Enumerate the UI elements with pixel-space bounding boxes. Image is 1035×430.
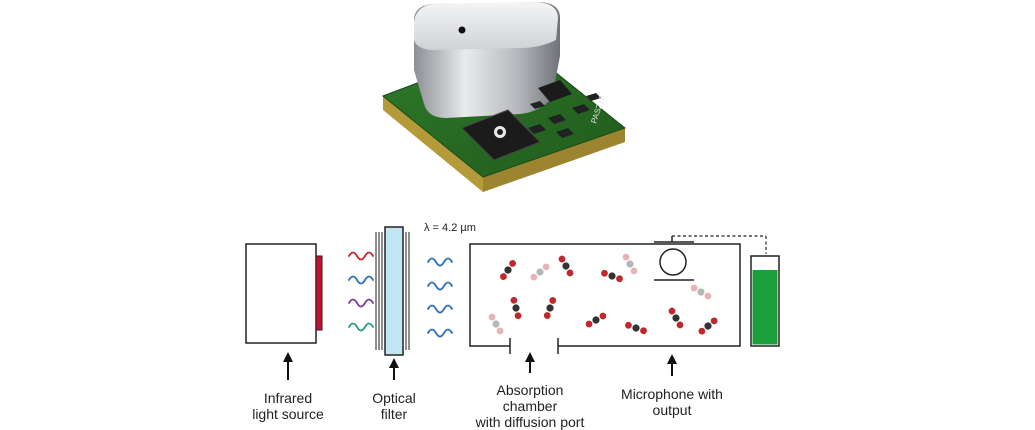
- controller-chip: [461, 109, 541, 161]
- wave-icon: [427, 328, 453, 338]
- broadband-infrared-waves: [348, 251, 374, 332]
- microphone-label: Microphone with output: [610, 386, 734, 418]
- excited-molecule-trace: [488, 313, 504, 335]
- co2-molecule-icon: [625, 321, 647, 335]
- co2-molecule-icon: [558, 255, 574, 277]
- infrared-source-icon: [245, 243, 323, 344]
- co2-molecules: [488, 253, 718, 335]
- source-label-line-2: light source: [252, 406, 324, 422]
- filter-label-line-1: Optical: [372, 390, 416, 406]
- co2-molecule-icon: [510, 296, 522, 320]
- metal-cap: [414, 2, 560, 118]
- wave-icon: [427, 281, 453, 291]
- microphone-icon: [654, 235, 767, 281]
- wave-icon: [427, 257, 453, 267]
- wave-icon: [348, 322, 374, 332]
- co2-molecule-icon: [698, 317, 718, 335]
- chamber-label-line-2: chamber: [502, 398, 558, 414]
- source-label: Infrared light source: [248, 390, 328, 422]
- chamber-label-line-1: Absorption: [496, 382, 564, 398]
- optical-filter-icon: [375, 226, 410, 356]
- excited-molecule-trace: [622, 253, 638, 275]
- co2-molecule-icon: [601, 269, 623, 283]
- absorption-chamber: [469, 243, 741, 354]
- co2-molecule-icon: [500, 260, 516, 280]
- chamber-label-line-3: with diffusion port: [475, 414, 585, 430]
- wave-icon: [348, 275, 374, 285]
- microphone-label-line-1: Microphone with: [621, 386, 723, 402]
- wave-icon: [348, 298, 374, 308]
- filter-label: Optical filter: [364, 390, 424, 422]
- output-meter-icon: [750, 255, 780, 347]
- co2-molecule-icon: [585, 312, 607, 328]
- wave-icon: [427, 304, 453, 314]
- wavelength-label: λ = 4.2 µm: [424, 222, 476, 234]
- excited-molecule-trace: [530, 263, 550, 281]
- excited-molecule-trace: [690, 284, 712, 300]
- wave-icon: [348, 251, 374, 261]
- photoacoustic-schematic: [245, 226, 780, 380]
- filtered-infrared-waves: [427, 257, 453, 338]
- source-label-line-1: Infrared: [263, 390, 313, 406]
- co2-molecule-icon: [543, 297, 557, 319]
- chamber-label: Absorption chamber with diffusion port: [470, 382, 590, 430]
- microphone-label-line-2: output: [652, 402, 692, 418]
- pointer-arrows: [283, 352, 677, 380]
- co2-molecule-icon: [668, 307, 684, 329]
- filter-label-line-2: filter: [380, 406, 408, 422]
- sensor-module-photo: PAS210: [382, 2, 627, 192]
